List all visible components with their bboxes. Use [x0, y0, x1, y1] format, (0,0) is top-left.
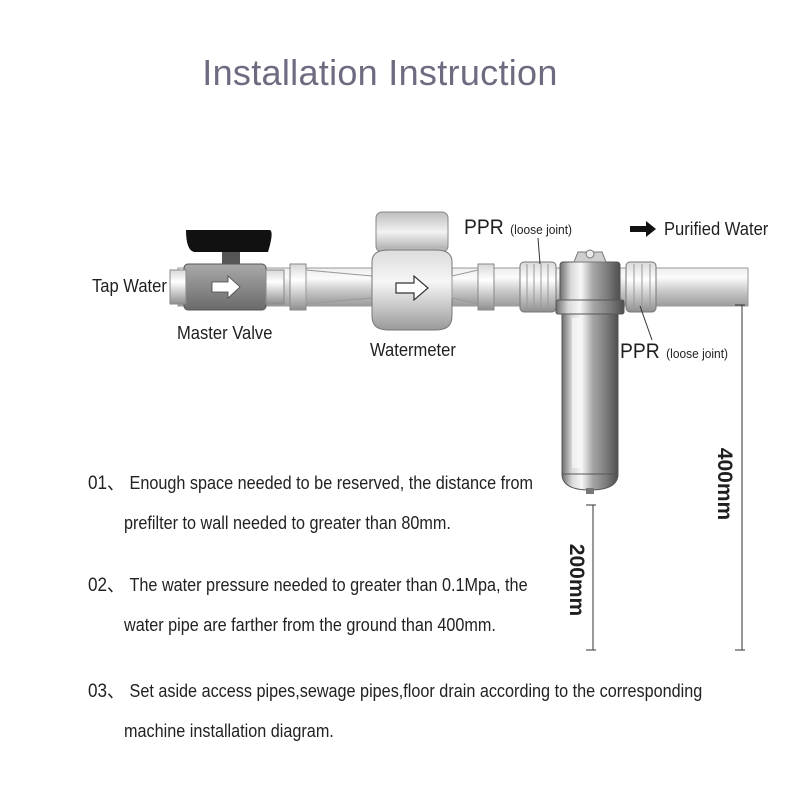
- dimension-line-200mm: [586, 504, 596, 651]
- step-number: 03、: [88, 681, 125, 702]
- ppr-inlet-main: PPR: [464, 216, 504, 239]
- instruction-step-2: 02、The water pressure needed to greater …: [88, 570, 528, 636]
- page-title: Installation Instruction: [202, 52, 558, 93]
- union-fitting-left: [289, 263, 373, 311]
- ppr-outlet-note: (loose joint): [666, 346, 729, 361]
- ppr-inlet-label: PPR (loose joint): [464, 216, 572, 240]
- purified-water-arrow-icon: [630, 221, 656, 237]
- ppr-callout-lines: [537, 237, 653, 341]
- watermeter: [371, 211, 495, 331]
- master-valve: [169, 230, 285, 311]
- tap-water-label: Tap Water: [92, 276, 167, 296]
- ppr-joint-outlet: [625, 261, 657, 313]
- watermeter-label: Watermeter: [370, 340, 456, 360]
- ppr-outlet-main: PPR: [620, 340, 660, 363]
- step-text-line1: Set aside access pipes,sewage pipes,floo…: [129, 681, 703, 701]
- ppr-joint-inlet: [519, 261, 557, 313]
- step-text-line1: The water pressure needed to greater tha…: [129, 575, 528, 595]
- prefilter-housing: [561, 313, 619, 494]
- ppr-inlet-note: (loose joint): [510, 222, 573, 237]
- dimension-400mm-label: 400mm: [713, 447, 737, 521]
- instruction-step-1: 01、Enough space needed to be reserved, t…: [88, 468, 533, 534]
- instruction-step-3: 03、Set aside access pipes,sewage pipes,f…: [88, 676, 702, 742]
- purified-water-label: Purified Water: [664, 219, 769, 239]
- master-valve-label: Master Valve: [177, 323, 273, 343]
- dimension-200mm-label: 200mm: [565, 543, 589, 617]
- filter-head: [555, 249, 625, 315]
- step-number: 02、: [88, 575, 125, 596]
- step-number: 01、: [88, 473, 125, 494]
- step-text-line2: water pipe are farther from the ground t…: [124, 615, 496, 635]
- step-text-line2: machine installation diagram.: [124, 721, 334, 741]
- ppr-outlet-label: PPR (loose joint): [620, 340, 728, 364]
- step-text-line1: Enough space needed to be reserved, the …: [129, 473, 533, 493]
- dimension-line-400mm: [735, 304, 745, 651]
- step-text-line2: prefilter to wall needed to greater than…: [124, 513, 451, 533]
